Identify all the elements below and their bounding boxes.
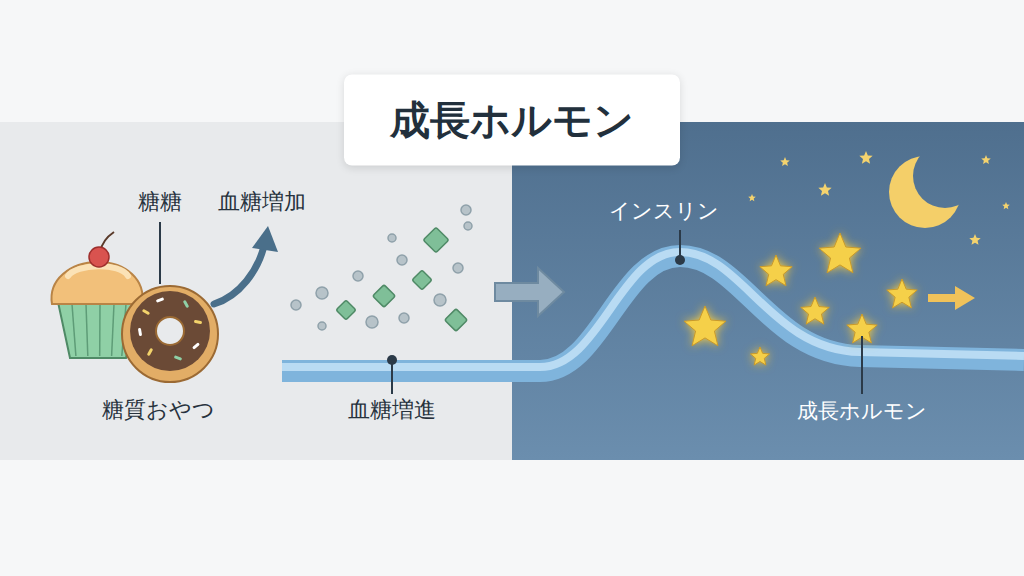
left-panel (0, 122, 512, 460)
donut-hole (156, 317, 184, 345)
callout-label: 血糖増加 (218, 189, 306, 215)
donut-icing (130, 291, 210, 371)
rise-arrowhead (252, 226, 278, 252)
sprinkle (147, 348, 154, 356)
donut-icon (122, 286, 218, 382)
leader-line (391, 364, 393, 394)
sky-star (1002, 202, 1010, 209)
leader-line (159, 222, 161, 284)
sugar-particles (291, 205, 472, 331)
sprinkle (174, 355, 183, 361)
leader-line (861, 336, 863, 394)
glucose-dot (461, 205, 471, 215)
continue-arrow (928, 286, 975, 310)
glucose-diamond (445, 309, 468, 332)
glucose-dot (318, 322, 326, 330)
liner-stripe (112, 304, 114, 356)
glucose-dot (353, 271, 363, 281)
glowing-star (750, 347, 769, 365)
sky-star (780, 157, 790, 166)
callout-label: インスリン (609, 199, 719, 224)
flow-arrow (495, 268, 564, 316)
sky-star (818, 183, 831, 196)
callout-label: 血糖増進 (348, 397, 436, 423)
sprinkle (194, 320, 202, 324)
sky-star (859, 151, 872, 164)
callout-label: 糖質おやつ (102, 397, 215, 423)
glucose-dot (464, 222, 472, 230)
glowing-star (887, 279, 917, 308)
glucose-dot (291, 300, 301, 310)
rise-arrow (214, 246, 264, 304)
sprinkle (138, 328, 142, 336)
night-panel (512, 122, 1024, 460)
sky-star (748, 194, 756, 201)
liner-stripe (99, 304, 101, 356)
glucose-diamond (373, 285, 396, 308)
cupcake-cream (52, 262, 143, 304)
title: 成長ホルモン (390, 93, 634, 148)
sprinkle (192, 342, 200, 349)
sky-star (981, 155, 991, 164)
glucose-dot (453, 263, 463, 273)
sprinkle (142, 309, 150, 316)
glucose-diamond (336, 300, 356, 320)
liner-stripe (72, 304, 76, 356)
sprinkle (183, 300, 190, 308)
glucose-dot (397, 255, 407, 265)
sprinkle (156, 297, 165, 303)
glowing-star (760, 255, 792, 286)
leader-dot (675, 255, 685, 265)
glowing-star (684, 306, 726, 346)
glucose-diamond (423, 227, 448, 252)
glucose-dot (388, 234, 396, 242)
title-box: 成長ホルモン (344, 75, 680, 166)
glucose-diamond (412, 270, 432, 290)
glowing-star (801, 297, 830, 324)
moon (889, 156, 961, 228)
glowing-star (819, 233, 861, 273)
callout-label: 成長ホルモン (797, 399, 927, 424)
cherry (89, 247, 109, 267)
glucose-dot (434, 294, 446, 306)
donut-dough (122, 286, 218, 382)
glucose-dot (399, 313, 409, 323)
sky-star (969, 234, 980, 245)
leader-dot (387, 355, 397, 365)
liner-stripe (86, 304, 88, 356)
band-highlight (282, 252, 1024, 367)
callout-label: 糖糖 (138, 189, 182, 215)
glucose-dot (316, 287, 328, 299)
glucose-dot (366, 316, 378, 328)
leader-line (679, 230, 681, 256)
